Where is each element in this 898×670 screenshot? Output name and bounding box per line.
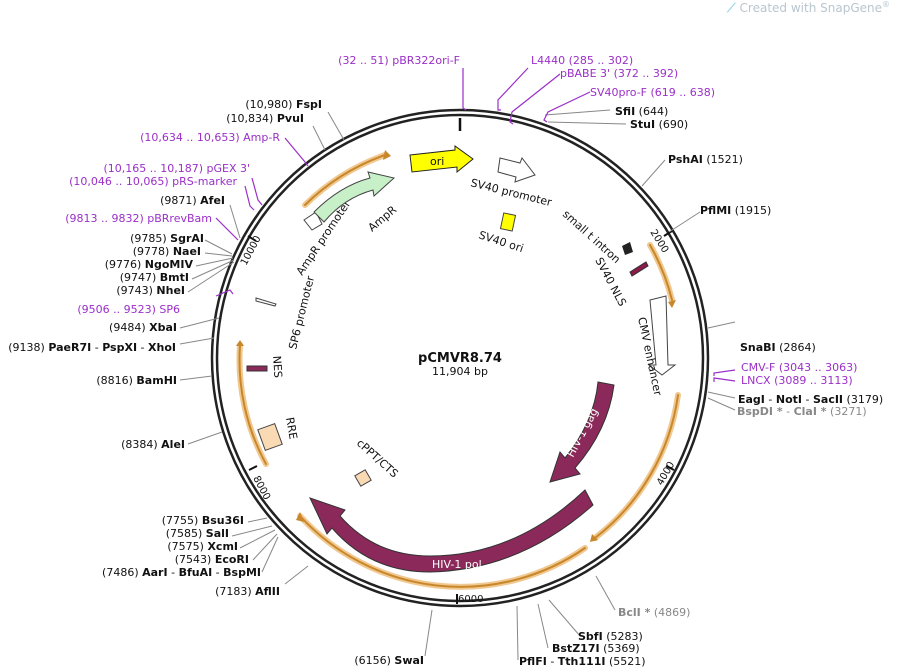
sv40-promoter-feature[interactable]: SV40 promoter <box>469 156 553 209</box>
site-ecori[interactable]: (7543) EcoRI <box>175 553 249 566</box>
primer-pbabe3[interactable]: pBABE 3' (372 .. 392) <box>560 67 678 80</box>
orf-arcs <box>236 150 681 590</box>
site-stui[interactable]: StuI (690) <box>630 118 688 131</box>
primer-pbr322ori-f[interactable]: (32 .. 51) pBR322ori-F <box>338 54 460 67</box>
sp6-promoter-feature[interactable]: SP6 promoter <box>255 274 317 351</box>
site-xcmi[interactable]: (7575) XcmI <box>167 540 238 553</box>
site-eagi[interactable]: EagI - NotI - SacII (3179) <box>738 393 883 406</box>
site-ngomiv[interactable]: (9776) NgoMIV <box>105 258 194 271</box>
snapgene-watermark: ⟋Created with SnapGene® <box>727 0 890 16</box>
tick-6000: 6000 <box>458 594 483 605</box>
site-afei[interactable]: (9871) AfeI <box>160 194 225 207</box>
primer-lncx[interactable]: LNCX (3089 .. 3113) <box>741 374 853 387</box>
site-pshai[interactable]: PshAI (1521) <box>668 153 743 166</box>
site-fspi[interactable]: (10,980) FspI <box>245 98 322 111</box>
site-xbai[interactable]: (9484) XbaI <box>109 321 177 334</box>
site-sbfi[interactable]: SbfI (5283) <box>578 630 643 643</box>
ori-feature[interactable]: ori <box>409 145 474 174</box>
nes-label: NES <box>270 355 285 378</box>
ampr-label: AmpR <box>366 203 400 234</box>
cppt-cts-feature[interactable]: cPPT/CTS <box>354 437 401 487</box>
primer-leaders <box>215 67 736 382</box>
primer-sp6[interactable]: (9506 .. 9523) SP6 <box>77 303 180 316</box>
site-sgrai[interactable]: (9785) SgrAI <box>130 232 204 245</box>
primer-pgex3[interactable]: (10,165 .. 10,187) pGEX 3' <box>103 162 250 175</box>
ori-label: ori <box>430 155 444 168</box>
sv40-ori-label: SV40 ori <box>477 228 525 255</box>
site-snabi[interactable]: SnaBI (2864) <box>740 341 816 354</box>
nes-feature[interactable]: NES <box>246 355 285 378</box>
intron-mark <box>622 242 633 255</box>
primer-amp-r[interactable]: (10,634 .. 10,653) Amp-R <box>140 131 280 144</box>
site-alei[interactable]: (8384) AleI <box>121 438 185 451</box>
small-t-intron-label: small t intron <box>560 208 623 266</box>
site-bstz17i[interactable]: BstZ17I (5369) <box>552 642 640 655</box>
snapgene-logo-icon: ⟋ <box>727 1 736 15</box>
hiv1-gag-feature[interactable]: HIV-1 gag <box>549 381 615 483</box>
site-bcli[interactable]: BclI * (4869) <box>618 606 690 619</box>
site-paer7i[interactable]: (9138) PaeR7I - PspXI - XhoI <box>8 341 176 354</box>
site-bmti[interactable]: (9747) BmtI <box>120 271 189 284</box>
hiv1-pol-label: HIV-1 pol <box>432 558 482 571</box>
primer-cmv-f[interactable]: CMV-F (3043 .. 3063) <box>741 361 857 374</box>
site-bspdi[interactable]: BspDI * - ClaI * (3271) <box>737 405 867 418</box>
primer-prs-marker[interactable]: (10,046 .. 10,065) pRS-marker <box>69 175 237 188</box>
primer-sv40pro-f[interactable]: SV40pro-F (619 .. 638) <box>590 86 715 99</box>
site-aari[interactable]: (7486) AarI - BfuAI - BspMI <box>102 566 261 579</box>
site-labels-left: (10,980) FspI (10,834) PvuI (9871) AfeI … <box>8 98 424 667</box>
watermark-text: Created with SnapGene <box>739 1 882 15</box>
primer-l4440[interactable]: L4440 (285 .. 302) <box>531 54 633 67</box>
site-afiii[interactable]: (7183) AflII <box>215 585 280 598</box>
site-labels-right: SfiI (644) StuI (690) PshAI (1521) PflMI… <box>519 105 883 668</box>
site-sali[interactable]: (7585) SalI <box>166 527 229 540</box>
sp6-promoter-label: SP6 promoter <box>286 274 317 351</box>
site-nhei[interactable]: (9743) NheI <box>116 284 185 297</box>
registered-mark: ® <box>882 0 890 9</box>
sv40-nls-feature[interactable]: SV40 NLS <box>592 255 649 309</box>
plasmid-name: pCMVR8.74 <box>418 351 502 366</box>
cmv-enhancer-feature[interactable]: CMV enhancer <box>635 295 677 397</box>
sv40-nls-label: SV40 NLS <box>592 255 629 308</box>
rre-label: RRE <box>283 416 300 440</box>
site-sfii[interactable]: SfiI (644) <box>615 105 668 118</box>
site-pvui[interactable]: (10,834) PvuI <box>226 112 304 125</box>
primer-pbrrevbam[interactable]: (9813 .. 9832) pBRrevBam <box>65 212 212 225</box>
site-pflfi[interactable]: PflFI - Tth111I (5521) <box>519 655 646 668</box>
site-swai[interactable]: (6156) SwaI <box>354 654 424 667</box>
backbone <box>210 108 710 608</box>
sv40-promoter-label: SV40 promoter <box>469 176 553 209</box>
site-bsu36i[interactable]: (7755) Bsu36I <box>162 514 244 527</box>
hiv1-pol-feature[interactable]: HIV-1 pol <box>309 489 594 573</box>
sv40-ori-feature[interactable]: SV40 ori <box>477 212 525 255</box>
rre-feature[interactable]: RRE <box>257 416 300 452</box>
site-bamhi[interactable]: (8816) BamHI <box>96 374 177 387</box>
site-naei[interactable]: (9778) NaeI <box>133 245 201 258</box>
site-pflmi[interactable]: PflMI (1915) <box>700 204 771 217</box>
primer-labels: (32 .. 51) pBR322ori-F L4440 (285 .. 302… <box>65 54 857 387</box>
site-leaders <box>179 109 736 661</box>
plasmid-size: 11,904 bp <box>432 365 488 378</box>
